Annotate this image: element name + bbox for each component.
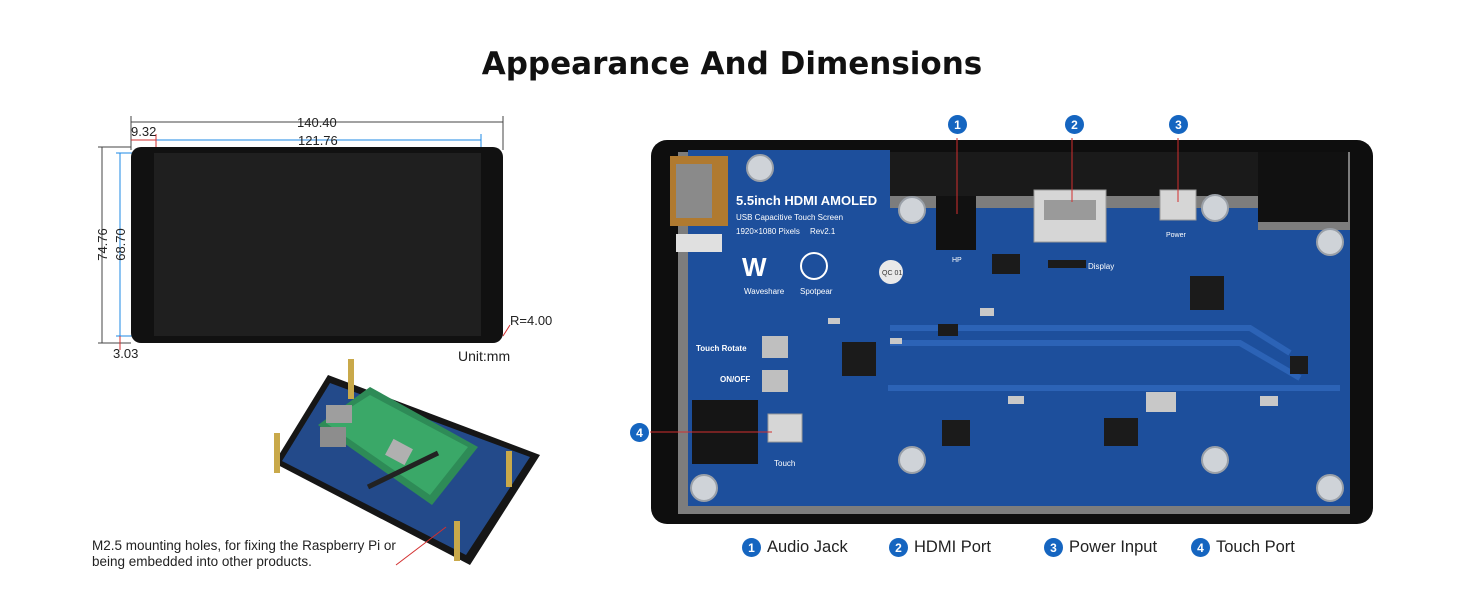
- dim-overall-height: 74.76: [94, 228, 110, 261]
- dim-active-height: 68.70: [112, 228, 128, 261]
- board-back-view: 5.5inch HDMI AMOLED USB Capacitive Touch…: [650, 138, 1373, 524]
- callout-pin-4: 4: [630, 423, 649, 442]
- legend-badge: 3: [1044, 538, 1063, 557]
- board-product-sub: USB Capacitive Touch Screen: [736, 213, 843, 222]
- board-touch-rotate: Touch Rotate: [696, 344, 747, 353]
- legend-item-power-input: 3 Power Input: [1044, 538, 1157, 557]
- unit-label: Unit:mm: [458, 348, 511, 364]
- board-revision: Rev2.1: [810, 227, 836, 236]
- board-brand2: Spotpear: [800, 287, 833, 296]
- board-qc: QC 01: [882, 270, 902, 277]
- legend-label: Touch Port: [1216, 538, 1295, 556]
- mounting-note: M2.5 mounting holes, for fixing the Rasp…: [92, 538, 396, 569]
- board-product-name: 5.5inch HDMI AMOLED: [736, 193, 877, 208]
- legend-label: Power Input: [1069, 538, 1158, 556]
- board-display-label: Display: [1088, 262, 1114, 271]
- legend-label: Audio Jack: [767, 538, 848, 556]
- board-logo-spotpear: [800, 252, 828, 280]
- callout-pin-3: 3: [1169, 115, 1188, 134]
- dim-bottom-offset: 3.03: [113, 346, 139, 361]
- legend-item-audio-jack: 1 Audio Jack: [742, 538, 848, 557]
- board-power-label: Power: [1166, 232, 1187, 239]
- board-touch-label: Touch: [774, 459, 795, 468]
- legend-label: HDMI Port: [914, 538, 992, 556]
- dim-active-width: 121.76: [298, 133, 338, 148]
- board-resolution: 1920×1080 Pixels: [736, 227, 800, 236]
- legend-badge: 2: [889, 538, 908, 557]
- callout-pin-2: 2: [1065, 115, 1084, 134]
- board-hp-label: HP: [952, 257, 962, 264]
- callout-pin-1: 1: [948, 115, 967, 134]
- board-brand1: Waveshare: [744, 287, 785, 296]
- dim-corner-radius: R=4.00: [510, 313, 553, 328]
- legend-item-hdmi-port: 2 HDMI Port: [889, 538, 991, 557]
- legend-item-touch-port: 4 Touch Port: [1191, 538, 1295, 557]
- legend-badge: 4: [1191, 538, 1210, 557]
- page-title: Appearance And Dimensions: [481, 46, 983, 82]
- legend-badge: 1: [742, 538, 761, 557]
- dim-overall-width: 140.40: [297, 115, 337, 130]
- dimension-drawing: [98, 116, 511, 350]
- board-on-off: ON/OFF: [720, 375, 750, 384]
- board-logo-mark: W: [742, 252, 767, 282]
- mounted-pi-illustration: [274, 359, 540, 566]
- dim-bezel-offset: 9.32: [131, 124, 157, 139]
